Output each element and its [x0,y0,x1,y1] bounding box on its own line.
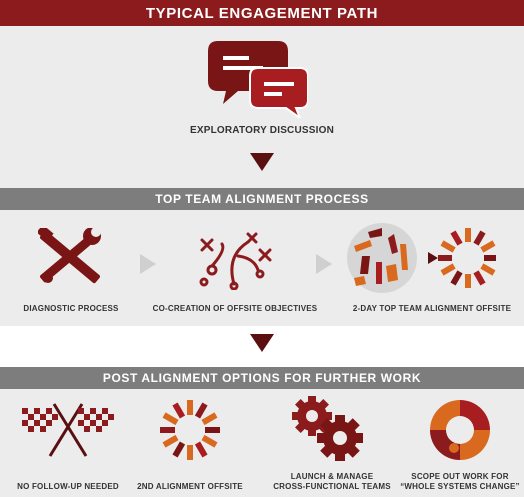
post-alignment-title: POST ALIGNMENT OPTIONS FOR FURTHER WORK [102,371,422,385]
no-follow-up-label: NO FOLLOW-UP NEEDED [17,482,119,491]
second-offsite-label: 2ND ALIGNMENT OFFSITE [137,482,243,491]
launch-teams-line2: CROSS-FUNCTIONAL TEAMS [273,482,391,491]
page-title: TYPICAL ENGAGEMENT PATH [145,4,379,22]
alignment-process-banner: TOP TEAM ALIGNMENT PROCESS [0,188,524,210]
post-alignment-banner: POST ALIGNMENT OPTIONS FOR FURTHER WORK [0,367,524,389]
co-creation-label: CO-CREATION OF OFFSITE OBJECTIVES [152,304,318,313]
puzzle-ring-icon [430,400,490,460]
exploratory-discussion-label: EXPLORATORY DISCUSSION [189,125,335,136]
play-diagram-icon [199,232,272,290]
tools-icon [38,228,101,284]
offsite-label: 2-DAY TOP TEAM ALIGNMENT OFFSITE [352,304,512,313]
burst-icon [160,400,220,460]
step-chevron-icon [316,254,332,274]
scope-work-line2: “WHOLE SYSTEMS CHANGE” [400,482,520,491]
alignment-burst-icon [347,223,496,293]
checkered-flags-icon [22,403,114,457]
down-arrow-icon [250,334,274,352]
alignment-process-title: TOP TEAM ALIGNMENT PROCESS [155,192,369,206]
launch-teams-label: LAUNCH & MANAGE CROSS-FUNCTIONAL TEAMS [262,472,402,492]
diagnostic-process-label: DIAGNOSTIC PROCESS [23,304,119,313]
page-title-banner: TYPICAL ENGAGEMENT PATH [0,0,524,26]
step-chevron-icon [140,254,156,274]
scope-work-line1: SCOPE OUT WORK FOR [411,472,509,481]
chat-bubbles-icon [208,41,308,118]
scope-work-label: SCOPE OUT WORK FOR “WHOLE SYSTEMS CHANGE… [396,472,524,492]
down-arrow-icon [250,153,274,171]
launch-teams-line1: LAUNCH & MANAGE [290,472,374,481]
gears-icon [292,396,363,461]
